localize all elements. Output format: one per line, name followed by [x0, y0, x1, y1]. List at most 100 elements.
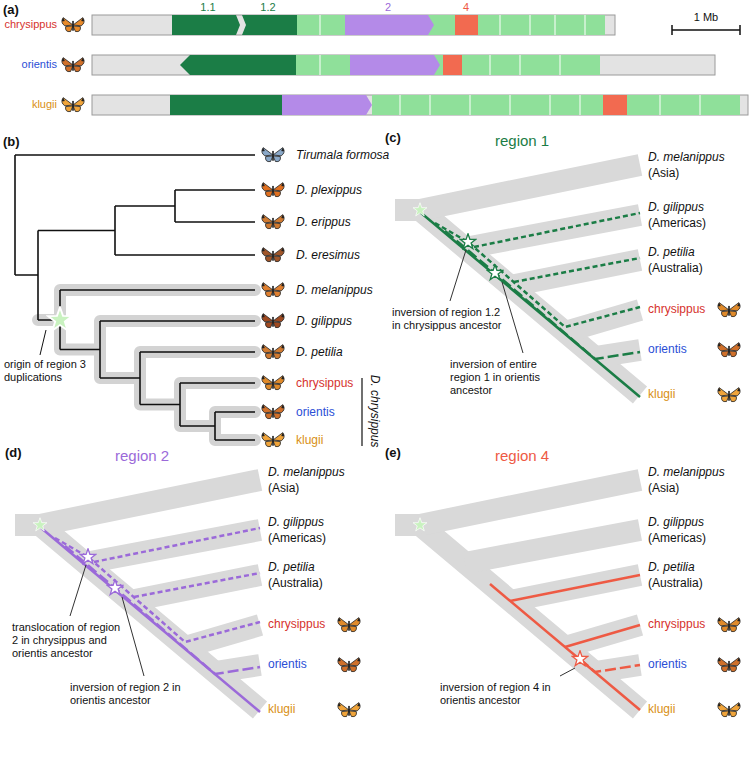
svg-use	[262, 345, 284, 359]
svg-polygon	[282, 95, 372, 115]
svg-path	[65, 546, 260, 674]
scale-label: 1 Mb	[694, 11, 718, 24]
region-note: (Asia)	[268, 481, 299, 495]
region-number: 1.2	[260, 1, 275, 14]
callout-text: inversion of region 2 in orientis ancest…	[70, 681, 188, 707]
svg-path	[320, 15, 585, 35]
svg-use	[413, 518, 427, 531]
callout-text: inversion of entire region 1 in orientis…	[450, 358, 568, 397]
region-title: region 2	[115, 447, 169, 465]
svg-use	[413, 203, 427, 216]
svg-path	[15, 155, 255, 275]
region-2-tree	[15, 480, 360, 717]
svg-path	[514, 258, 640, 282]
callout-text: inversion of region 4 in orientis ancest…	[440, 681, 570, 707]
species-name: D. petilia	[648, 245, 695, 259]
species-name: chrysippus	[648, 617, 705, 631]
panel-letter: (c)	[385, 130, 401, 145]
phylogeny-tree	[15, 155, 362, 446]
svg-polygon	[345, 15, 434, 35]
svg-use	[15, 480, 260, 710]
svg-path	[140, 352, 255, 405]
region-title: region 1	[495, 132, 549, 150]
svg-use	[718, 703, 740, 717]
taxon-label: D. chrysippus	[368, 375, 382, 448]
species-name: chrysippus	[268, 617, 325, 631]
svg-use	[262, 148, 284, 162]
svg-use	[460, 234, 476, 249]
svg-rect	[297, 15, 605, 35]
svg-use	[487, 265, 503, 280]
region-note: (Asia)	[648, 481, 679, 495]
svg-path	[115, 206, 255, 255]
species-name: D. petilia	[296, 345, 343, 359]
svg-use	[62, 98, 84, 112]
svg-g	[40, 527, 260, 712]
svg-use	[262, 433, 284, 447]
svg-path	[94, 528, 260, 562]
region-note: (Americas)	[648, 216, 706, 230]
svg-use	[718, 388, 740, 402]
svg-path	[565, 625, 640, 647]
svg-path	[40, 527, 260, 712]
region-note: (Americas)	[268, 531, 326, 545]
svg-path	[445, 231, 640, 359]
svg-use	[395, 480, 640, 710]
svg-use	[48, 307, 72, 330]
panel-letter: (b)	[3, 134, 20, 149]
svg-path	[100, 321, 255, 378]
svg-use	[718, 658, 740, 672]
svg-polygon	[180, 55, 296, 75]
svg-path	[450, 250, 523, 353]
region-number: 4	[463, 1, 469, 14]
svg-rect	[372, 95, 740, 115]
svg-rect	[455, 15, 478, 35]
svg-path	[70, 565, 144, 676]
svg-path	[474, 213, 640, 247]
region-number: 1.1	[200, 1, 215, 14]
species-name: klugii	[648, 387, 675, 401]
region-note: (Asia)	[648, 166, 679, 180]
species-name: orientis	[22, 58, 57, 71]
species-name: D. gilippus	[648, 200, 704, 214]
svg-path	[215, 412, 255, 440]
species-name: orientis	[296, 405, 335, 419]
svg-rect	[296, 55, 600, 75]
svg-rect	[443, 55, 462, 75]
svg-use	[262, 376, 284, 390]
svg-g	[420, 212, 640, 397]
svg-path	[175, 190, 255, 222]
species-name: orientis	[648, 657, 687, 671]
region-title: region 4	[495, 447, 549, 465]
svg-use	[718, 618, 740, 632]
region-note: (Australia)	[648, 576, 703, 590]
svg-use	[718, 303, 740, 317]
svg-use	[107, 580, 123, 595]
svg-path	[420, 212, 640, 397]
chromosome-bars	[62, 15, 748, 115]
svg-path	[320, 55, 560, 75]
species-name: Tirumala formosa	[296, 148, 389, 162]
svg-path	[361, 378, 362, 446]
svg-polygon	[172, 15, 240, 35]
svg-rect	[603, 95, 627, 115]
svg-path	[134, 573, 260, 597]
species-name: klugii	[32, 98, 57, 111]
svg-path	[60, 290, 255, 350]
species-name: chrysippus	[4, 18, 57, 31]
svg-path	[38, 231, 115, 321]
svg-path	[580, 659, 640, 672]
species-name: D. eresimus	[296, 248, 360, 262]
callout-text: origin of region 3 duplications	[4, 358, 96, 384]
svg-path	[400, 95, 700, 115]
svg-use	[262, 405, 284, 419]
callout-text: translocation of region 2 in chrysippus …	[12, 621, 122, 660]
callout-text: inversion of region 1.2 in chrysippus an…	[392, 306, 502, 332]
region-note: (Americas)	[648, 531, 706, 545]
region-note: (Australia)	[648, 261, 703, 275]
species-name: D. melanippus	[296, 283, 373, 297]
species-name: D. gilippus	[296, 314, 352, 328]
svg-use	[262, 215, 284, 229]
svg-use	[262, 283, 284, 297]
